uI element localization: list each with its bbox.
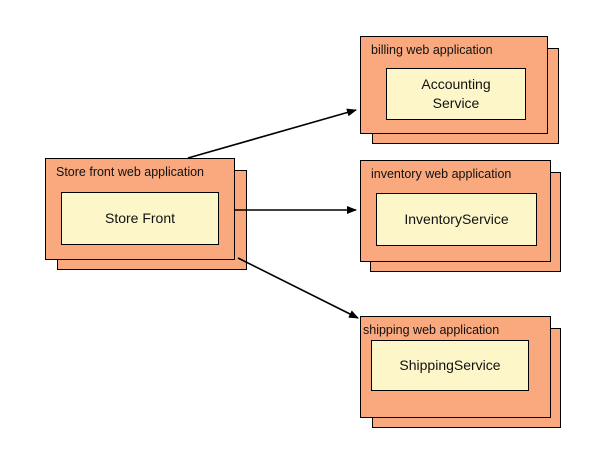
billing-app: billing web application Accounting Servi…	[360, 36, 548, 134]
shipping-app-label: shipping web application	[363, 323, 500, 337]
store-front-app: Store front web application Store Front	[45, 158, 235, 260]
inventory-service: InventoryService	[376, 193, 537, 246]
inventory-app: inventory web application InventoryServi…	[360, 160, 551, 262]
inventory-app-label: inventory web application	[371, 167, 512, 181]
billing-app-label: billing web application	[371, 43, 493, 57]
arrow-store-to-billing	[187, 108, 357, 159]
store-front-service: Store Front	[61, 192, 219, 245]
arrow-store-to-shipping	[237, 257, 359, 319]
store-front-app-label: Store front web application	[56, 165, 205, 179]
shipping-app: shipping web application ShippingService	[360, 316, 551, 418]
accounting-service: Accounting Service	[386, 68, 526, 120]
shipping-service: ShippingService	[371, 340, 529, 391]
